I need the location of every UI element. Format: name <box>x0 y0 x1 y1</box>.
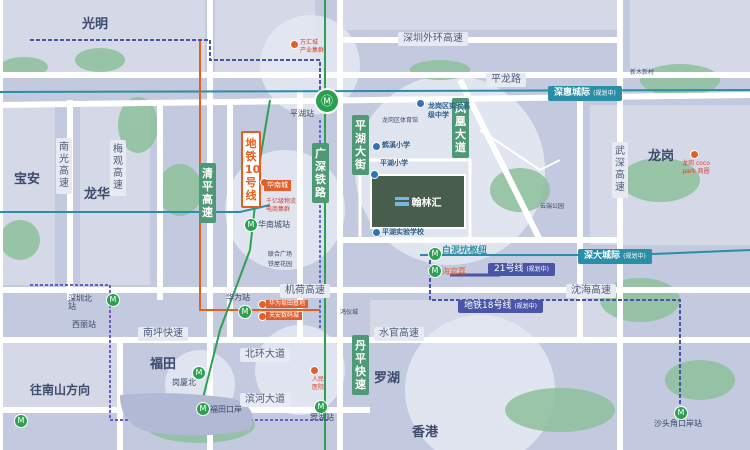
metro-icon-huawei[interactable]: M <box>238 305 252 319</box>
direction-nanshan: 往南山方向 <box>30 383 91 397</box>
metro-icon-huanan[interactable]: M <box>244 218 258 232</box>
project-outline <box>358 158 472 242</box>
metro-icon-futian-kouan[interactable]: M <box>196 402 210 416</box>
bay-water <box>120 393 253 436</box>
station-haiguan: 海官嘉 <box>442 267 466 276</box>
line-18: 地铁18号线 (规划中) <box>458 300 544 313</box>
rail-guangshen: 广深铁路 <box>312 143 329 203</box>
school-hefeng: 鹤溪小学 <box>382 141 410 149</box>
poi-industrial: 产业集群 <box>300 47 325 54</box>
rail-shenda: 深大城际 (规划中) <box>578 249 652 264</box>
road-waihuan: 深圳外环高速 <box>398 32 468 46</box>
district-xianggang: 香港 <box>412 425 439 440</box>
metro-icon-luohu[interactable]: M <box>314 400 328 414</box>
road-meiguan: 梅观高速 <box>110 140 126 196</box>
poi-luohu-gym: 龙岗区体育馆 <box>382 117 419 124</box>
poi-icon-wanhui <box>290 40 299 49</box>
poi-hongyi: 鸿仪城 <box>340 309 359 316</box>
road-nanping: 南坪快速 <box>138 327 188 341</box>
station-huanan: 华南城站 <box>258 220 290 229</box>
school-pinghu-exp: 平湖实验学校 <box>382 228 424 236</box>
school-pinghu-primary: 平湖小学 <box>380 159 408 167</box>
poi-lianhe: 联合广场 <box>268 251 293 258</box>
station-shenzhen-north: 深圳北站 <box>68 294 92 311</box>
road-danping: 丹平快速 <box>352 335 369 395</box>
station-futian-kouan: 福田口岸 <box>210 405 242 414</box>
metro-icon-haiguan[interactable]: M <box>428 264 442 278</box>
station-gangxia: 岗厦北 <box>172 378 196 387</box>
school-icon-pinghu-primary <box>370 170 379 179</box>
poi-huawei-base: 华为坂田基地 <box>266 300 309 308</box>
poi-wanhui: 万汇城 <box>300 39 319 46</box>
district-longhua: 龙华 <box>84 187 111 202</box>
road-shenhai: 沈海高速 <box>566 284 616 298</box>
poi-tiezhai: 铁屋花园 <box>268 261 293 268</box>
metro-icon-left-edge[interactable]: M <box>14 414 28 428</box>
poi-xinmu: 新木新村 <box>630 69 655 76</box>
school-icon-hefeng <box>372 142 381 151</box>
pinghu-hub-metro-icon[interactable]: Ⓜ <box>314 88 340 114</box>
road-wushen: 武深高速 <box>612 142 628 198</box>
road-beihuan: 北环大道 <box>240 348 290 362</box>
station-xili: 西丽站 <box>72 320 96 329</box>
district-guangming: 光明 <box>82 17 109 32</box>
school-icon-longgang-exp <box>416 99 425 108</box>
metro-10-label: 地铁10号线 <box>241 131 261 208</box>
poi-huanan-city: 华南城 <box>264 180 291 191</box>
metro-icon-gangxia[interactable]: M <box>192 366 206 380</box>
project-logo-icon <box>394 197 409 206</box>
road-binhe: 滨河大道 <box>240 393 290 407</box>
district-futian: 福田 <box>150 357 177 372</box>
poi-yunduan: 云端公园 <box>540 203 565 210</box>
district-longgang: 龙岗 <box>648 149 675 164</box>
road-shuiguan: 水官高速 <box>374 327 424 341</box>
station-pinghu: 平湖站 <box>290 109 314 118</box>
district-baoan: 宝安 <box>14 172 41 187</box>
station-huawei: 华为站 <box>226 293 250 302</box>
poi-icon-coco <box>690 150 699 159</box>
metro-icon-baiyunkeng[interactable]: M <box>428 247 442 261</box>
project-name: 翰林汇 <box>411 198 442 209</box>
project-marker[interactable]: 翰林汇 <box>370 174 466 229</box>
road-pinglong: 平龙路 <box>486 73 526 87</box>
road-nanguang: 南光高速 <box>56 138 72 194</box>
poi-icon-rendan <box>310 366 319 375</box>
station-luohu: 罗湖站 <box>310 413 334 422</box>
poi-tianan: 天安数码城 <box>266 312 303 320</box>
district-luohu: 罗湖 <box>374 371 401 386</box>
metro-icon-shatoujiao[interactable]: M <box>674 406 688 420</box>
station-shatoujiao: 沙头角口岸站 <box>654 419 702 428</box>
school-longgang-exp: 龙岗区实验高级中学 <box>428 102 470 119</box>
metro-icon-sznorth[interactable]: M <box>106 293 120 307</box>
station-baiyunkeng: 白泥坑枢纽 <box>442 246 488 256</box>
poi-rendan: 人民医院 <box>312 376 325 391</box>
school-icon-pinghu-exp <box>372 228 381 237</box>
road-qingping: 清平高速 <box>199 163 216 223</box>
poi-coco: 龙岗 coco park 商圈 <box>682 160 710 175</box>
line-21: 21号线 (规划中) <box>488 263 556 276</box>
road-jihe: 机荷高速 <box>280 284 330 298</box>
poi-qianshan: 千亿级物流电商集群 <box>266 198 297 213</box>
rail-shenhui: 深惠城际 (规划中) <box>548 86 622 101</box>
road-fenghuang: 凤凰大道 <box>452 98 469 158</box>
road-pinghu-street: 平湖大街 <box>352 115 369 175</box>
